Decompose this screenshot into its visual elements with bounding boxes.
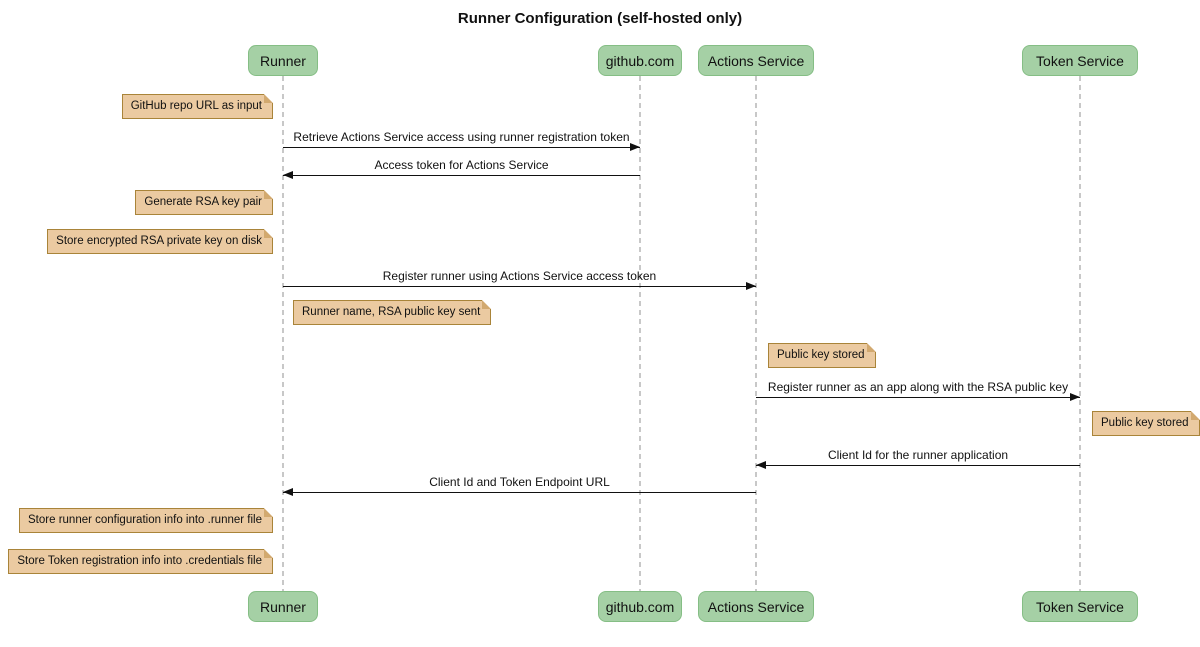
message-label-2: Access token for Actions Service (374, 158, 549, 172)
actor-top-runner: Runner (248, 45, 318, 76)
message-line-4 (756, 397, 1080, 398)
message-arrowhead-5 (756, 461, 766, 469)
note-1: GitHub repo URL as input (121, 94, 274, 119)
note-5: Public key stored (768, 343, 876, 368)
message-line-1 (283, 147, 640, 148)
note-3: Store encrypted RSA private key on disk (47, 229, 273, 254)
message-line-6 (283, 492, 756, 493)
note-4: Runner name, RSA public key sent (293, 300, 492, 325)
note-2: Generate RSA key pair (135, 190, 273, 215)
note-6: Public key stored (1092, 411, 1200, 436)
actor-bottom-github: github.com (598, 591, 682, 622)
message-arrowhead-4 (1070, 393, 1080, 401)
message-arrowhead-1 (630, 143, 640, 151)
message-arrowhead-6 (283, 488, 293, 496)
message-label-5: Client Id for the runner application (827, 448, 1009, 462)
actor-bottom-token-service: Token Service (1022, 591, 1138, 622)
actor-bottom-runner: Runner (248, 591, 318, 622)
diagram-title: Runner Configuration (self-hosted only) (457, 10, 743, 27)
actor-top-token-service: Token Service (1022, 45, 1138, 76)
actor-top-github: github.com (598, 45, 682, 76)
lifeline-actions-service (755, 76, 757, 591)
message-label-4: Register runner as an app along with the… (767, 380, 1069, 394)
actor-bottom-actions-service: Actions Service (698, 591, 814, 622)
message-label-6: Client Id and Token Endpoint URL (429, 475, 610, 489)
message-arrowhead-2 (283, 171, 293, 179)
message-line-2 (283, 175, 640, 176)
message-label-3: Register runner using Actions Service ac… (382, 269, 657, 283)
note-7: Store runner configuration info into .ru… (19, 508, 273, 533)
message-line-3 (283, 286, 756, 287)
message-label-1: Retrieve Actions Service access using ru… (293, 130, 630, 144)
lifeline-github (639, 76, 641, 591)
message-line-5 (756, 465, 1080, 466)
message-arrowhead-3 (746, 282, 756, 290)
note-8: Store Token registration info into .cred… (8, 549, 273, 574)
actor-top-actions-service: Actions Service (698, 45, 814, 76)
lifeline-runner (282, 76, 284, 591)
lifeline-token-service (1079, 76, 1081, 591)
